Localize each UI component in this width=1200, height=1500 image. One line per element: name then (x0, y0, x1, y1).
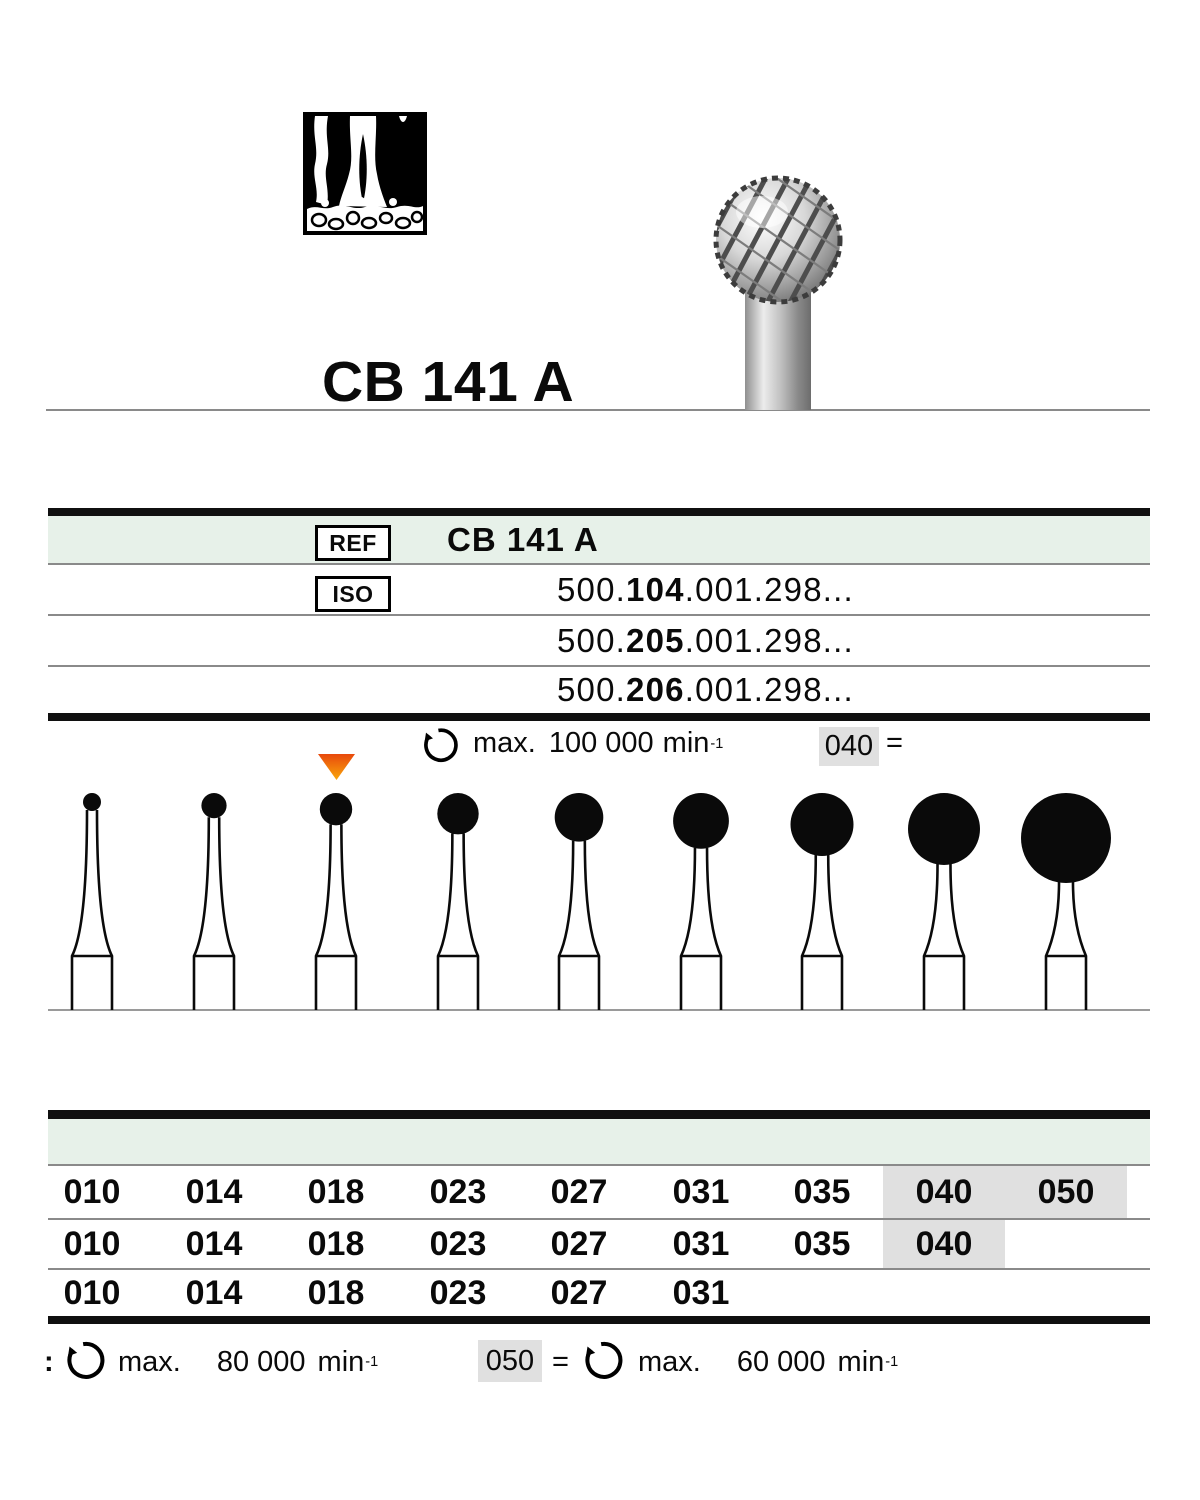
bur-illustration-027 (554, 793, 604, 1010)
size-cell-027: 027 (550, 1273, 608, 1312)
iso-label-box: ISO (315, 576, 391, 612)
table-bottom-bar (48, 713, 1150, 721)
iso-number: 500.206.001.298... (557, 671, 854, 708)
iso-row-2: 500.205.001.298... (48, 616, 1150, 665)
max-speed-note-050: max. 60 000 min-1 (638, 1345, 899, 1378)
equals-sign: = (886, 727, 903, 759)
header-divider (46, 409, 1150, 411)
ref-value: CB 141 A (447, 520, 599, 558)
bur-illustration-018 (314, 793, 358, 1010)
rotation-direction-icon (424, 728, 458, 762)
bur-photo (713, 175, 843, 410)
size-cell-023: 023 (429, 1273, 487, 1312)
size-cell-014: 014 (185, 1224, 243, 1263)
row-divider (48, 665, 1150, 667)
size-table-bottom-bar (48, 1316, 1150, 1324)
size-cell-050: 050 (1005, 1166, 1127, 1218)
row-divider (48, 614, 1150, 616)
size-cell-023: 023 (429, 1224, 487, 1263)
rotation-direction-icon (67, 1341, 105, 1379)
row-divider (48, 1218, 1150, 1220)
size-ref-chip-050: 050 (478, 1340, 542, 1382)
tooth-icon (303, 112, 427, 235)
table-top-bar (48, 508, 1150, 516)
iso-row-1: ISO 500.104.001.298... (48, 565, 1150, 614)
size-ref-chip-040: 040 (819, 727, 879, 766)
size-cell-010: 010 (63, 1224, 121, 1263)
size-row-205-shank: 010 014 018 023 027 031 035 040 (0, 1220, 1200, 1268)
size-cell-040: 040 (883, 1166, 1005, 1218)
size-cell-010: 010 (63, 1273, 121, 1312)
iso-number: 500.205.001.298... (557, 621, 854, 659)
bur-illustration-031 (673, 793, 729, 1010)
size-cell-031: 031 (672, 1273, 730, 1312)
bur-illustration-014 (192, 793, 236, 1010)
max-speed-note: max. 100 000 min-1 (473, 727, 724, 759)
size-cell-023: 023 (429, 1172, 487, 1211)
size-cell-010: 010 (63, 1172, 121, 1211)
bur-illustration-050 (1021, 793, 1111, 1010)
bur-illustration-010 (70, 793, 114, 1010)
size-cell-018: 018 (307, 1224, 365, 1263)
row-divider (48, 1268, 1150, 1270)
legend-colon: : (44, 1345, 54, 1378)
bur-illustration-035 (790, 793, 854, 1010)
rotation-direction-icon (585, 1341, 623, 1379)
bur-size-diagram (48, 793, 1150, 1011)
size-cell-014: 014 (185, 1273, 243, 1312)
size-row-206-shank: 010 014 018 023 027 031 (0, 1270, 1200, 1316)
size-cell-014: 014 (185, 1172, 243, 1211)
size-cell-035: 035 (793, 1172, 851, 1211)
page-title: CB 141 A (322, 350, 575, 414)
row-divider (48, 1164, 1150, 1166)
bur-illustration-040 (908, 793, 980, 1010)
size-cell-018: 018 (307, 1172, 365, 1211)
iso-row-3: 500.206.001.298... (48, 667, 1150, 713)
size-cell-035: 035 (793, 1224, 851, 1263)
ref-row: REF CB 141 A (48, 516, 1150, 563)
ref-label-box: REF (315, 525, 391, 561)
stock-marker-triangle-icon (318, 754, 355, 780)
size-cell-031: 031 (672, 1224, 730, 1263)
size-cell-027: 027 (550, 1224, 608, 1263)
size-cell-031: 031 (672, 1172, 730, 1211)
size-cell-027: 027 (550, 1172, 608, 1211)
size-cell-040: 040 (883, 1220, 1005, 1268)
max-speed-note-040: max. 80 000 min-1 (118, 1345, 379, 1378)
equals-sign: = (552, 1345, 569, 1378)
row-divider (48, 563, 1150, 565)
bur-illustration-023 (436, 793, 480, 1010)
size-table-green-band (48, 1119, 1150, 1164)
iso-number: 500.104.001.298... (557, 570, 854, 608)
size-cell-018: 018 (307, 1273, 365, 1312)
size-table-top-bar (48, 1110, 1150, 1119)
